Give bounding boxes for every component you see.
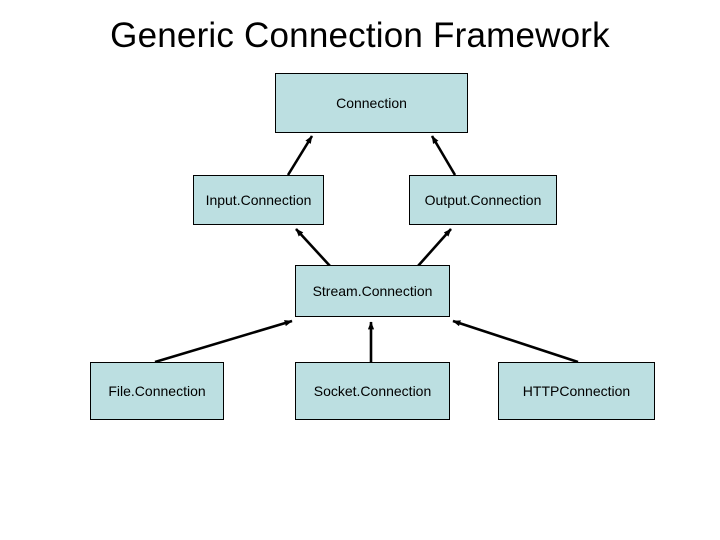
class-box-file-connection-label: File.Connection <box>108 383 206 399</box>
edge-stream-to-input <box>295 228 331 267</box>
class-box-input-connection-label: Input.Connection <box>205 192 312 208</box>
page-title: Generic Connection Framework <box>110 16 610 55</box>
class-box-output-connection[interactable]: Output.Connection <box>409 175 557 225</box>
edge-file-to-stream <box>154 319 293 364</box>
class-box-connection-label: Connection <box>336 95 407 111</box>
class-box-socket-connection[interactable]: Socket.Connection <box>295 362 450 420</box>
class-box-file-connection[interactable]: File.Connection <box>90 362 224 420</box>
class-box-stream-connection-label: Stream.Connection <box>312 283 433 299</box>
class-box-http-connection[interactable]: HTTPConnection <box>498 362 655 420</box>
edge-http-to-stream <box>452 319 579 364</box>
class-box-stream-connection[interactable]: Stream.Connection <box>295 265 450 317</box>
class-box-output-connection-label: Output.Connection <box>424 192 542 208</box>
edge-output-to-connection <box>430 135 457 176</box>
class-box-http-connection-label: HTTPConnection <box>522 383 631 399</box>
class-box-input-connection[interactable]: Input.Connection <box>193 175 324 225</box>
class-box-socket-connection-label: Socket.Connection <box>313 383 432 399</box>
edge-input-to-connection <box>286 135 314 176</box>
class-box-connection[interactable]: Connection <box>275 73 468 133</box>
edge-stream-to-output <box>417 228 452 267</box>
